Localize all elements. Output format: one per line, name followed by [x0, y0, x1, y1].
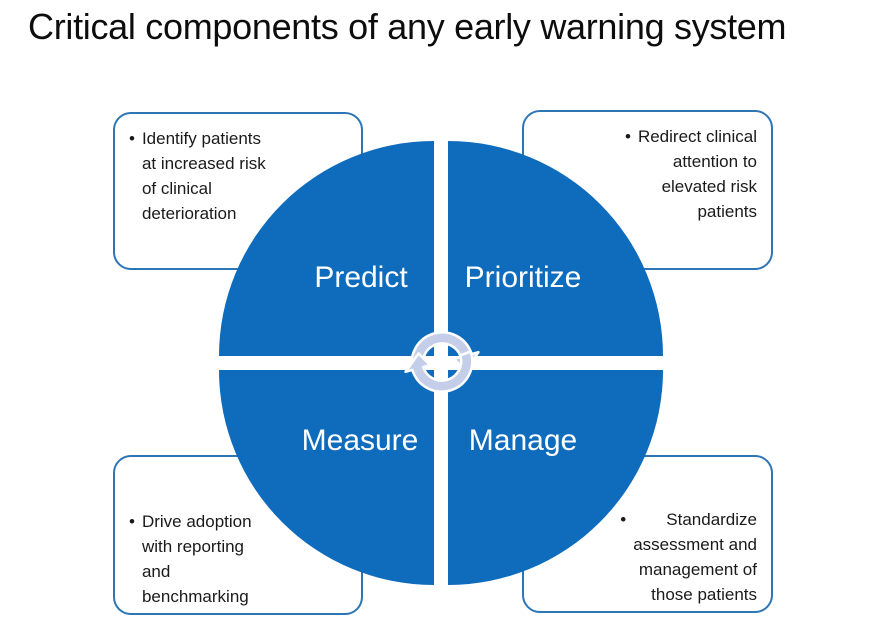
- callout-manage-body: • Standardize assessment and management …: [524, 457, 771, 619]
- quadrant-label-predict: Predict: [314, 261, 408, 294]
- cycle-diagram: Predict Prioritize Measure Manage: [219, 141, 663, 585]
- bullet-glyph: •: [625, 127, 631, 146]
- callout-prioritize-body: • Redirect clinical attention to elevate…: [524, 112, 771, 236]
- callout-predict-body: • Identify patients at increased risk of…: [115, 114, 361, 238]
- quadrant-label-manage: Manage: [468, 424, 578, 457]
- page-title: Critical components of any early warning…: [28, 6, 787, 47]
- callout-measure-text: Drive adoption with reporting and benchm…: [141, 512, 252, 606]
- bullet-glyph: •: [129, 129, 135, 148]
- quadrant-label-prioritize: Prioritize: [464, 261, 582, 294]
- quadrant-label-measure: Measure: [301, 424, 419, 457]
- callout-predict-text: Identify patients at increased risk of c…: [141, 129, 266, 223]
- callout-prioritize-text: Redirect clinical attention to elevated …: [637, 127, 757, 221]
- bullet-glyph: •: [620, 510, 627, 529]
- callout-manage-text: Standardize assessment and management of…: [633, 510, 757, 604]
- cycle-arrows-icon: [404, 331, 480, 393]
- callout-measure-body: • Drive adoption with reporting and benc…: [115, 457, 361, 621]
- bullet-glyph: •: [129, 512, 135, 531]
